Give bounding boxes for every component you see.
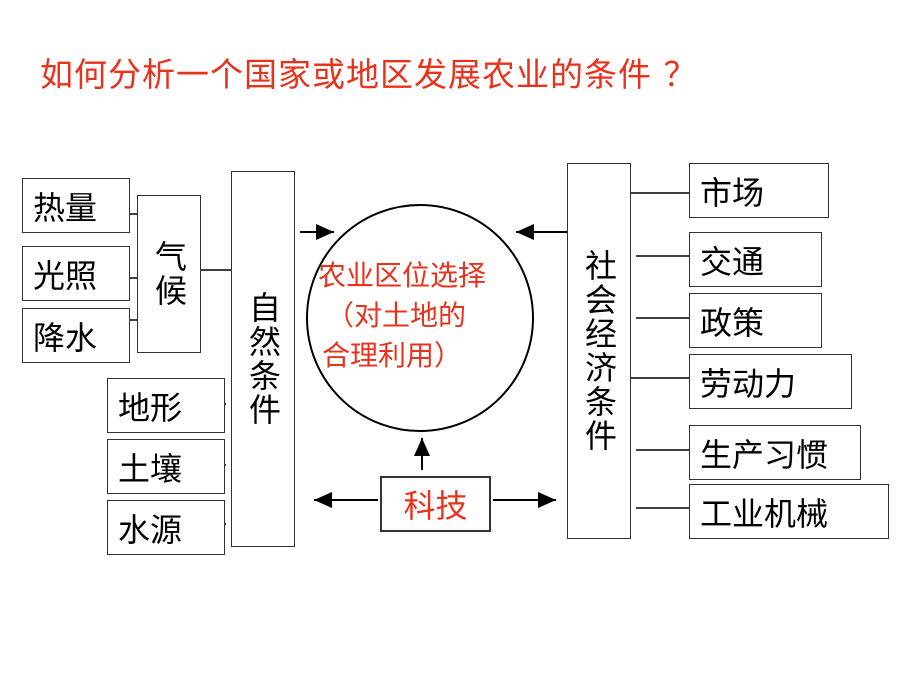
natural-conditions-box: 自然条件 (231, 171, 295, 547)
center-circle (306, 204, 534, 432)
factor-box-industrial-machinery: 工业机械 (689, 484, 889, 539)
factor-label: 土壤 (118, 449, 183, 488)
center-line-2: （对土地的 (326, 299, 467, 332)
factor-box-market: 市场 (689, 163, 829, 218)
factor-box-water: 水源 (107, 500, 225, 555)
factor-label: 劳动力 (700, 364, 797, 403)
natural-conditions-label: 自然条件 (244, 291, 282, 427)
factor-box-production-habits: 生产习惯 (689, 425, 861, 480)
climate-box: 气候 (137, 195, 201, 353)
factor-label: 地形 (118, 388, 183, 427)
factor-label: 降水 (33, 318, 98, 357)
technology-box: 科技 (380, 476, 491, 532)
center-line-3: 合理利用） (322, 339, 463, 372)
social-economic-conditions-box: 社会经济条件 (567, 163, 631, 539)
factor-label: 生产习惯 (700, 435, 829, 474)
factor-box-light: 光照 (22, 246, 130, 301)
factor-box-transport: 交通 (689, 232, 822, 287)
technology-label: 科技 (403, 487, 468, 525)
factor-box-terrain: 地形 (107, 378, 225, 433)
factor-box-precipitation: 降水 (22, 308, 130, 363)
factor-label: 政策 (700, 303, 765, 342)
social-economic-conditions-label: 社会经济条件 (580, 249, 618, 453)
center-line-1: 农业区位选择 (318, 259, 487, 292)
factor-label: 市场 (700, 173, 765, 212)
climate-label: 气候 (150, 240, 188, 308)
factor-label: 光照 (33, 256, 98, 295)
factor-box-soil: 土壤 (107, 439, 225, 494)
page-title: 如何分析一个国家或地区发展农业的条件 ？ (40, 55, 698, 94)
factor-box-labor: 劳动力 (689, 354, 852, 409)
factor-label: 水源 (118, 510, 183, 549)
factor-box-heat: 热量 (22, 178, 130, 233)
factor-label: 交通 (700, 242, 765, 281)
factor-label: 工业机械 (700, 494, 829, 533)
factor-label: 热量 (33, 188, 98, 227)
factor-box-policy: 政策 (689, 293, 822, 348)
